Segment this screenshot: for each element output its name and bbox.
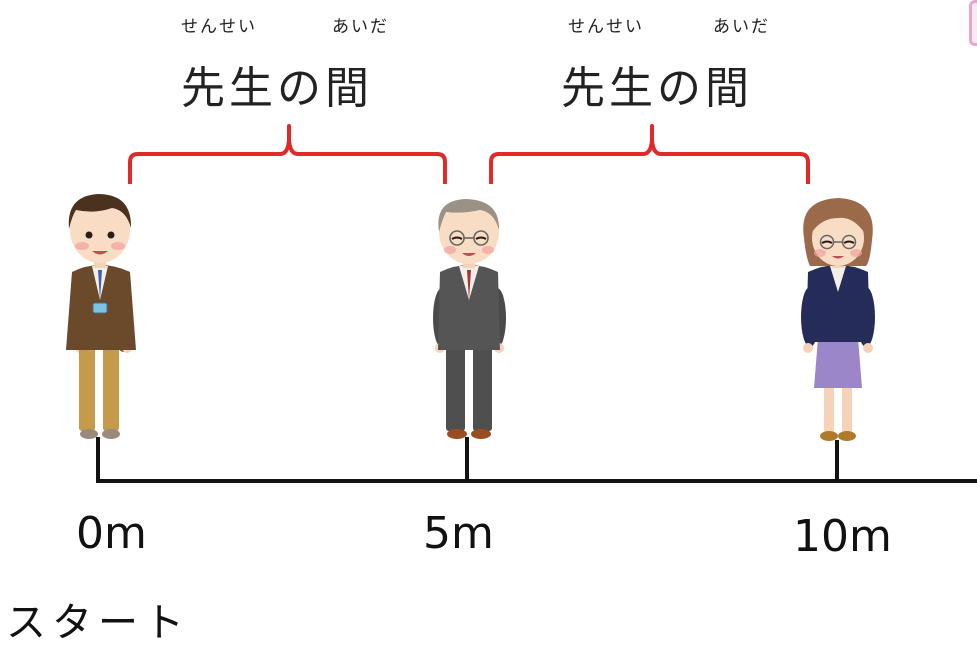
ruby-sensei-1: せんせい xyxy=(181,17,257,37)
ruby-sensei-2: せんせい xyxy=(568,17,644,37)
start-label: スタート xyxy=(6,600,190,646)
tick-label-5m: 5m xyxy=(423,508,494,559)
segment-label-2: 先生の間 xyxy=(561,63,753,114)
teacher-young-man-figure xyxy=(66,194,136,439)
ruby-aida-1: あいだ xyxy=(332,17,389,37)
corner-tab xyxy=(969,0,977,46)
tick-label-10m: 10m xyxy=(793,511,892,562)
segment-label-1: 先生の間 xyxy=(181,63,373,114)
bracket-2 xyxy=(489,124,810,184)
tick-label-0m: 0m xyxy=(76,508,147,559)
ruby-aida-2: あいだ xyxy=(713,17,770,37)
teacher-older-man-figure xyxy=(433,199,506,439)
teacher-woman-figure xyxy=(801,198,875,441)
bracket-1 xyxy=(128,124,447,184)
